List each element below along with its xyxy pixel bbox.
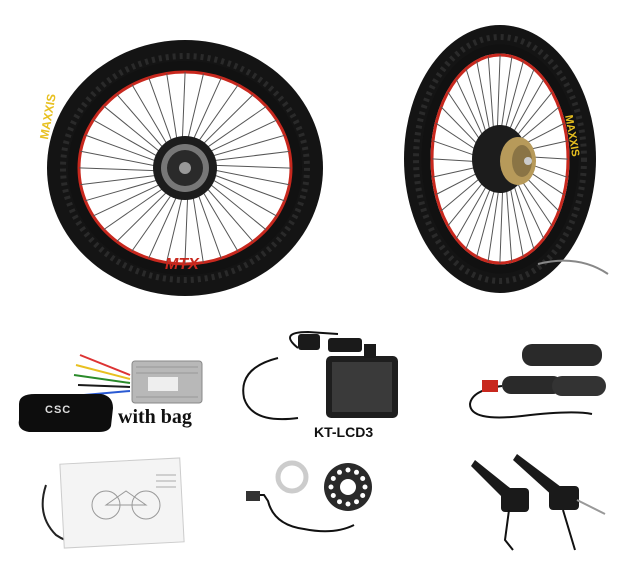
controller-bag: CSC — [15, 390, 115, 434]
pas-sensor — [244, 455, 384, 550]
rear-wheel: MAXXIS — [388, 14, 618, 304]
manual — [36, 455, 196, 550]
throttle — [462, 340, 612, 430]
rim-brand-label: MTX — [165, 256, 199, 273]
front-wheel: MAXXIS MTX — [35, 18, 335, 318]
bag-logo: CSC — [45, 404, 72, 416]
brake-levers — [465, 450, 625, 560]
controller — [70, 345, 210, 415]
lcd-display — [238, 328, 408, 428]
lcd-caption: KT-LCD3 — [314, 424, 374, 440]
bag-caption: with bag — [118, 406, 192, 428]
